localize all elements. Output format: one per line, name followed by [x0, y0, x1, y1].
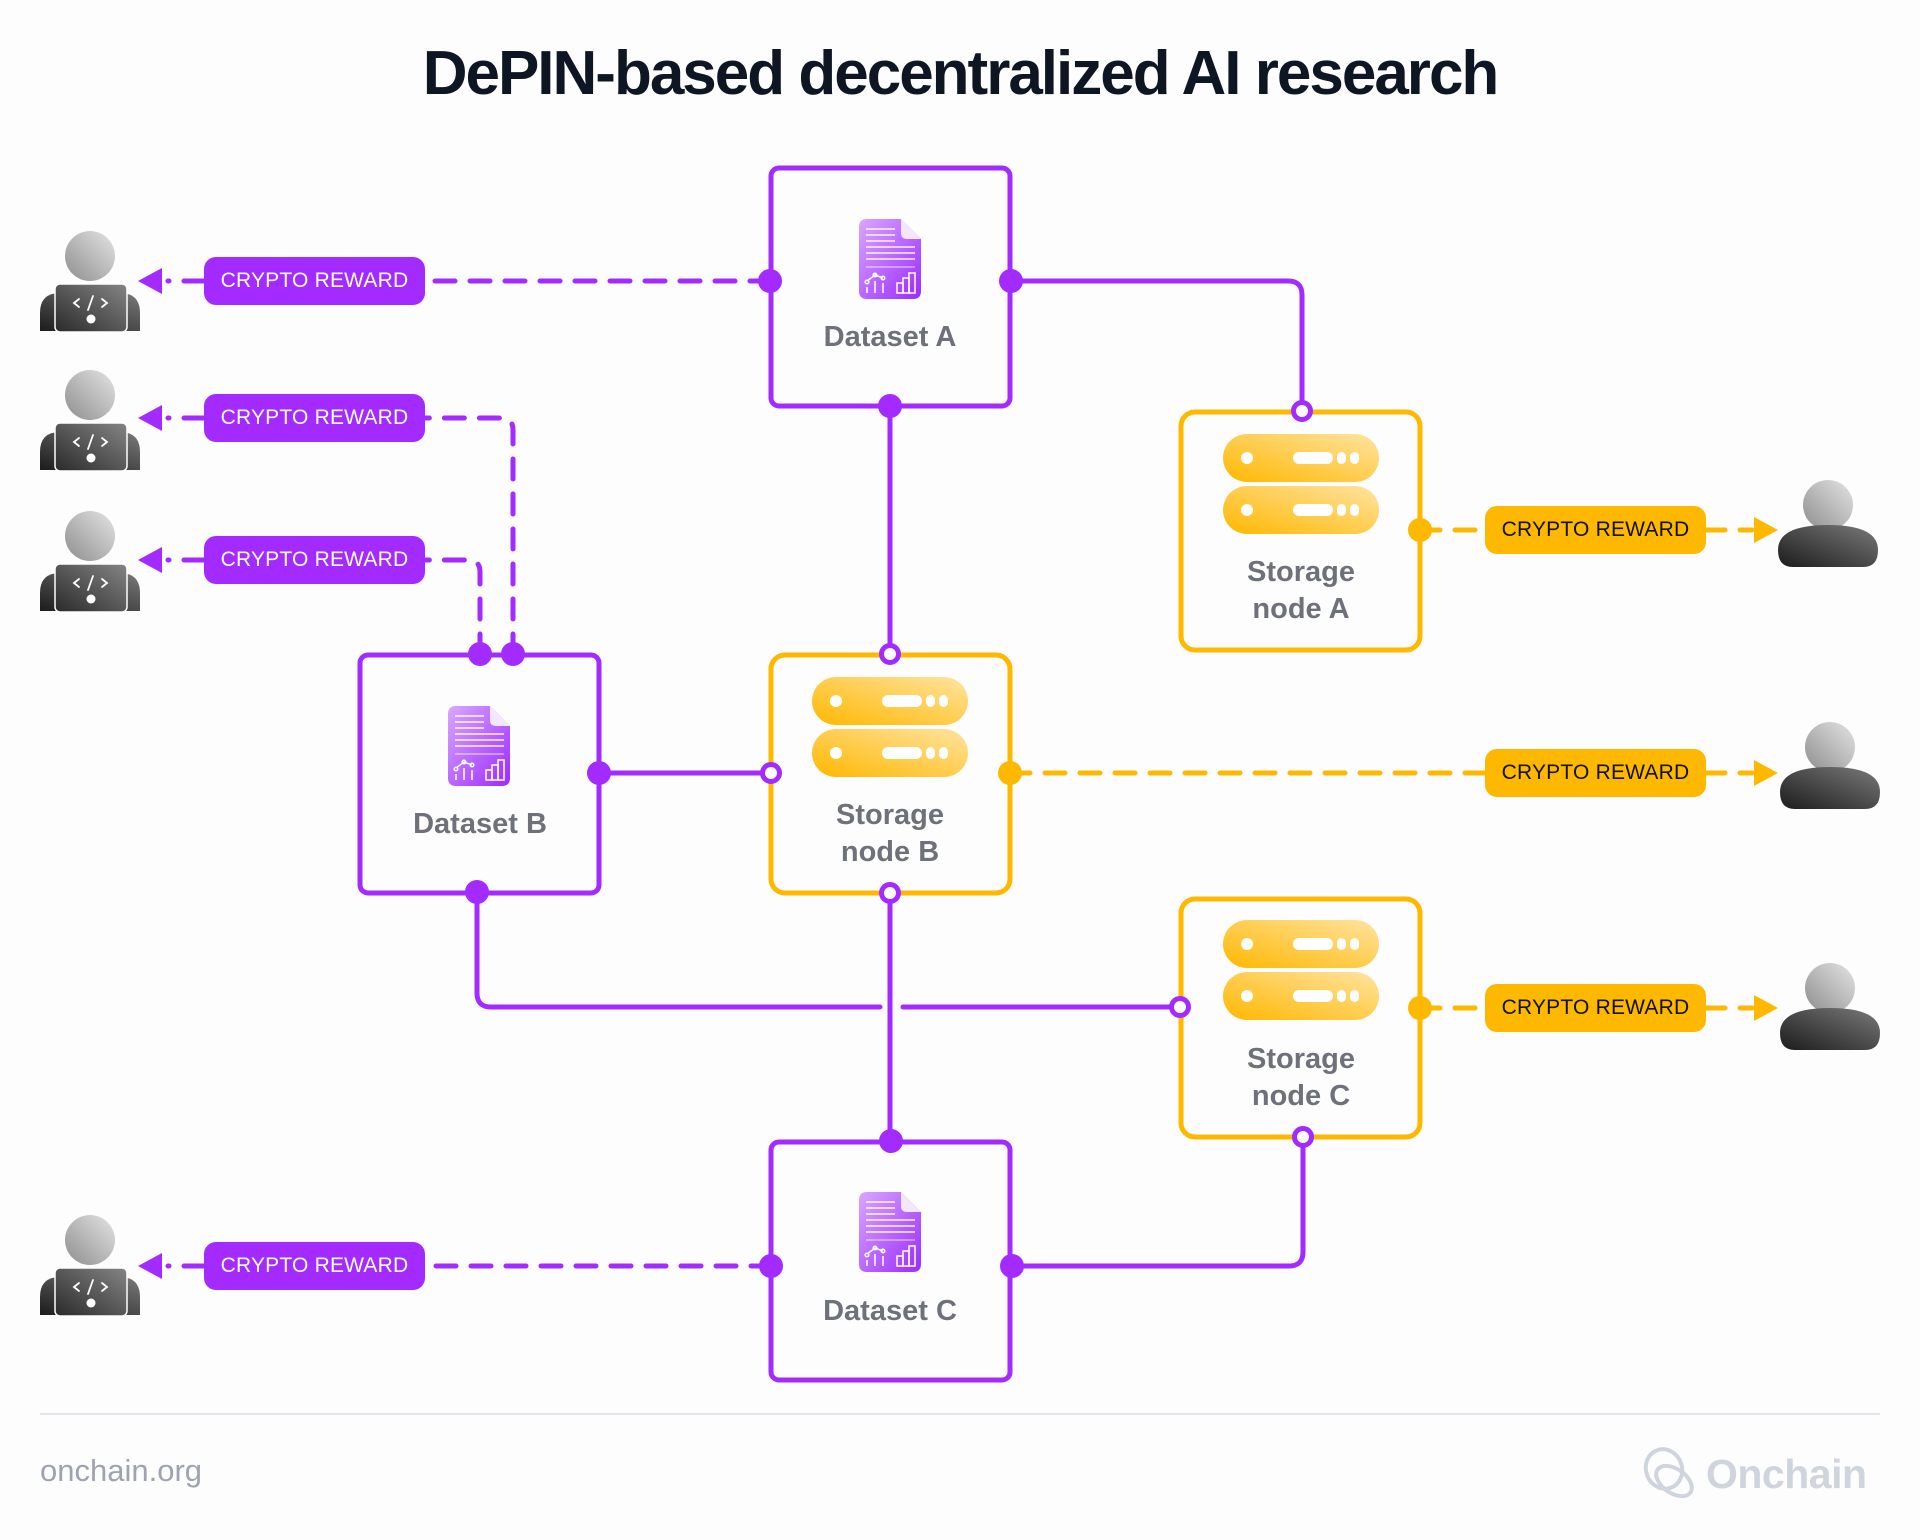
storage-node-c-label-line2: node C — [1251, 1080, 1351, 1112]
connector-dot — [759, 1254, 783, 1278]
storage-node-b-label-line1: Storage — [836, 799, 944, 831]
crypto-reward-pill: CRYPTO REWARD — [1485, 506, 1706, 554]
footer-website-link[interactable]: onchain.org — [40, 1453, 203, 1488]
arrow-right-icon — [1754, 517, 1778, 543]
connector-dot — [1000, 1254, 1024, 1278]
crypto-reward-pill: CRYPTO REWARD — [204, 1242, 425, 1290]
developer-icon — [39, 510, 141, 613]
connection-dataset-b-storage-node-c-part1 — [474, 890, 883, 1010]
connection-dataset-a-storage-node-a — [1007, 278, 1305, 414]
user-icon — [1780, 963, 1880, 1050]
connector-port — [879, 882, 901, 904]
arrow-left-icon — [138, 405, 162, 431]
user-icon — [1780, 722, 1880, 809]
crypto-reward-pill: CRYPTO REWARD — [204, 536, 425, 584]
connector-dot — [758, 269, 782, 293]
brand-name: Onchain — [1706, 1450, 1867, 1497]
onchain-logo-icon — [1643, 1447, 1694, 1499]
crypto-reward-pill: CRYPTO REWARD — [1485, 984, 1706, 1032]
connector-dot — [468, 642, 492, 666]
connector-dot — [465, 880, 489, 904]
arrow-left-icon — [138, 1253, 162, 1279]
connector-port — [1291, 400, 1313, 422]
crypto-reward-pill: CRYPTO REWARD — [204, 394, 425, 442]
storage-node-b-label: Storage node B — [770, 797, 1010, 871]
arrow-right-icon — [1754, 995, 1778, 1021]
storage-node-a-label-line1: Storage — [1247, 556, 1355, 588]
crypto-reward-pill: CRYPTO REWARD — [204, 257, 425, 305]
arrow-left-icon — [138, 268, 162, 294]
connector-dot — [878, 394, 902, 418]
arrow-left-icon — [138, 547, 162, 573]
document-chart-icon — [447, 705, 511, 787]
dataset-a-label: Dataset A — [823, 321, 957, 353]
connection-dataset-c-storage-node-c — [1009, 1134, 1306, 1269]
storage-node-a-label: Storage node A — [1181, 554, 1421, 628]
developer-icon — [39, 369, 141, 472]
developer-icon — [39, 1214, 141, 1317]
connector-port — [879, 643, 901, 665]
connector-dot — [587, 761, 611, 785]
document-chart-icon — [858, 218, 922, 300]
connector-port — [1292, 1126, 1314, 1148]
connector-dot — [501, 642, 525, 666]
developer-icon — [39, 230, 141, 333]
user-icon — [1778, 480, 1878, 567]
connector-port — [760, 762, 782, 784]
footer-divider — [40, 1413, 1880, 1415]
connector-dot — [998, 761, 1022, 785]
footer-brand-logo[interactable]: Onchain — [1640, 1445, 1867, 1503]
reward-line-dataset-b-2 — [422, 557, 483, 657]
dataset-c-label: Dataset C — [823, 1295, 957, 1327]
storage-node-c-label: Storage node C — [1181, 1041, 1421, 1115]
connector-dot — [1408, 996, 1432, 1020]
storage-node-c-label-line1: Storage — [1247, 1043, 1355, 1075]
page-title: DePIN-based decentralized AI research — [422, 39, 1500, 108]
reward-line-dataset-b-1 — [422, 415, 516, 657]
storage-node-a-label-line2: node A — [1252, 593, 1350, 625]
crypto-reward-pill: CRYPTO REWARD — [1485, 749, 1706, 797]
connector-dot — [879, 1129, 903, 1153]
connector-port — [1169, 996, 1191, 1018]
document-chart-icon — [858, 1191, 922, 1273]
dataset-b-label: Dataset B — [413, 808, 547, 840]
connector-dot — [1408, 518, 1432, 542]
storage-node-b-label-line2: node B — [840, 836, 940, 868]
arrow-right-icon — [1754, 760, 1778, 786]
connector-dot — [999, 269, 1023, 293]
